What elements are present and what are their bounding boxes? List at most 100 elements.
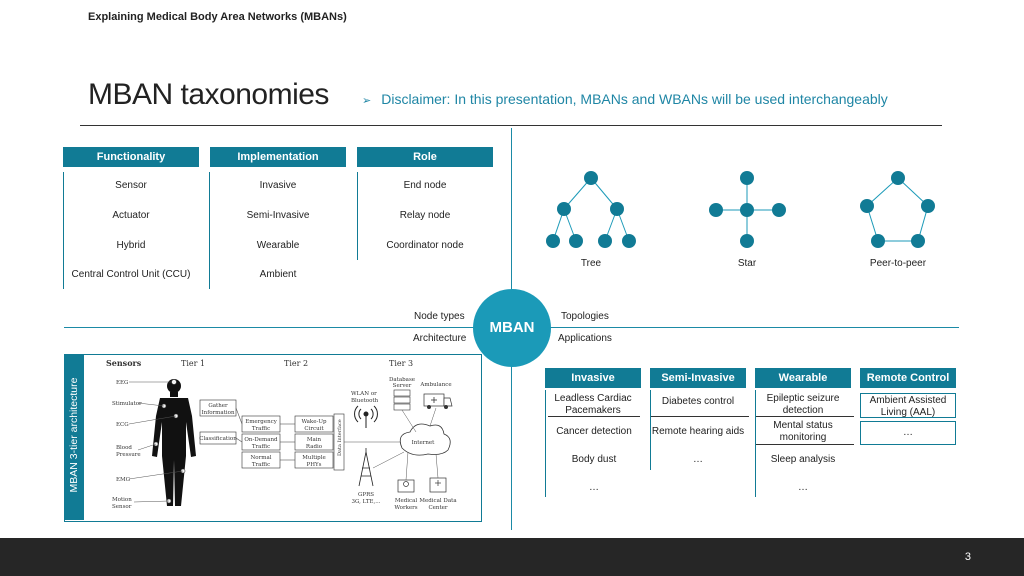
disclaimer: ➢Disclaimer: In this presentation, MBANs…	[362, 91, 888, 107]
topology-diagrams	[546, 171, 935, 248]
star-topology	[709, 171, 786, 248]
arch-emg: EMG	[116, 477, 130, 483]
remote-control-item: …	[860, 421, 956, 445]
arch-medical-workers: Medical	[395, 498, 418, 504]
functionality-item: Actuator	[112, 210, 150, 221]
role-item: End node	[403, 180, 447, 191]
deck-header-label: Explaining Medical Body Area Networks (M…	[88, 11, 347, 23]
remote-control-item: Ambient Assisted Living (AAL)	[860, 393, 956, 418]
arch-main-radio: Radio	[306, 444, 323, 450]
arch-phys: PHYs	[307, 462, 322, 468]
arch-stimulator: Stimulator	[112, 401, 142, 407]
arch-classification: Classification	[199, 436, 237, 442]
arch-eeg: EEG	[116, 380, 128, 386]
star-node	[772, 203, 786, 217]
arch-data-center: Medical Data	[419, 498, 457, 504]
arch-gprs: GPRS	[358, 492, 374, 498]
row-divider	[548, 416, 640, 417]
arch-ondemand-traffic: Traffic	[252, 444, 270, 450]
arch-information: Information	[201, 410, 234, 416]
role-item: Coordinator node	[386, 240, 464, 251]
tree-node	[584, 171, 598, 185]
semi-invasive-item: …	[693, 454, 703, 465]
tree-label: Tree	[580, 258, 602, 269]
peer-node	[911, 234, 925, 248]
semi-invasive-item: Remote hearing aids	[651, 426, 745, 437]
arch-pressure: Pressure	[116, 452, 141, 458]
hospital-icon	[429, 477, 447, 493]
column-header-wearable: Wearable	[755, 368, 851, 388]
column-header-semi-invasive: Semi-Invasive	[650, 368, 746, 388]
tree-topology	[546, 171, 636, 248]
invasive-bar	[545, 390, 546, 497]
column-header-remote-control: Remote Control	[860, 368, 956, 388]
database-server-icon	[393, 389, 411, 411]
invasive-item: Body dust	[571, 454, 617, 465]
arch-ambulance: Ambulance	[419, 382, 451, 388]
arch-server: Server	[393, 383, 412, 389]
star-label: Star	[737, 258, 757, 269]
implementation-item: Semi-Invasive	[246, 210, 310, 221]
peer-node	[860, 199, 874, 213]
slide-title: MBAN taxonomies	[88, 78, 329, 111]
arch-data-interface: Data Interface	[337, 419, 343, 456]
column-header-functionality: Functionality	[63, 147, 199, 167]
wearable-item: Epileptic seizure detection	[766, 393, 840, 416]
arch-normal-traffic: Traffic	[252, 462, 270, 468]
arch-bluetooth: Bluetooth	[351, 398, 379, 404]
semi-invasive-item: Diabetes control	[661, 396, 735, 407]
arch-gather: Gather	[208, 403, 228, 409]
row-divider	[756, 416, 854, 417]
arch-wakeup-circuit: Circuit	[304, 426, 324, 432]
functionality-item: Hybrid	[116, 240, 146, 251]
row-divider	[756, 444, 854, 445]
arch-tier3: Tier 3	[389, 359, 413, 368]
peer-topology	[860, 171, 935, 248]
page-number: 3	[964, 551, 971, 563]
arch-motion-sensor: Sensor	[112, 504, 132, 510]
architecture-label: Architecture	[413, 333, 467, 344]
functionality-item: Central Control Unit (CCU)	[71, 269, 191, 280]
invasive-item: …	[589, 482, 599, 493]
medical-worker-icon	[397, 479, 415, 493]
role-item: Relay node	[399, 210, 451, 221]
node-types-label: Node types	[414, 311, 465, 322]
peer-label: Peer-to-peer	[869, 258, 927, 269]
wearable-item: Mental status monitoring	[773, 420, 833, 443]
column-header-invasive: Invasive	[545, 368, 641, 388]
wearable-item: Sleep analysis	[770, 454, 836, 465]
arch-tier2: Tier 2	[284, 359, 308, 368]
star-node	[709, 203, 723, 217]
peer-node	[921, 199, 935, 213]
star-node	[740, 203, 754, 217]
arch-database: Database	[389, 377, 415, 383]
architecture-side-label: MBAN 3-tier architecture	[64, 354, 84, 520]
tree-node	[622, 234, 636, 248]
ambulance-icon	[423, 393, 453, 409]
footer-bar	[0, 538, 1024, 576]
arch-multiple: Multiple	[302, 455, 325, 461]
invasive-item: Cancer detection	[556, 426, 632, 437]
functionality-bar	[63, 172, 64, 289]
wearable-item: …	[798, 482, 808, 493]
disclaimer-text: Disclaimer: In this presentation, MBANs …	[381, 91, 888, 107]
arch-wlan: WLAN or	[351, 391, 377, 397]
column-header-implementation: Implementation	[210, 147, 346, 167]
tree-node	[569, 234, 583, 248]
human-body-icon	[152, 379, 196, 506]
arch-sensors-heading: Sensors	[106, 358, 142, 368]
peer-node	[891, 171, 905, 185]
arch-tier1: Tier 1	[181, 359, 205, 368]
internet-cloud-icon	[399, 423, 451, 456]
arch-medical-workers2: Workers	[394, 505, 417, 511]
star-node	[740, 234, 754, 248]
semi-invasive-bar	[650, 390, 651, 470]
arch-emergency-traffic: Traffic	[252, 426, 270, 432]
peer-node	[871, 234, 885, 248]
tree-node	[598, 234, 612, 248]
arch-gprs2: 3G, LTE,...	[351, 499, 380, 505]
arch-normal: Normal	[250, 455, 271, 461]
implementation-item: Wearable	[256, 240, 300, 251]
invasive-item: Leadless Cardiac Pacemakers	[554, 393, 632, 416]
arch-ondemand: On-Demand	[244, 437, 278, 443]
